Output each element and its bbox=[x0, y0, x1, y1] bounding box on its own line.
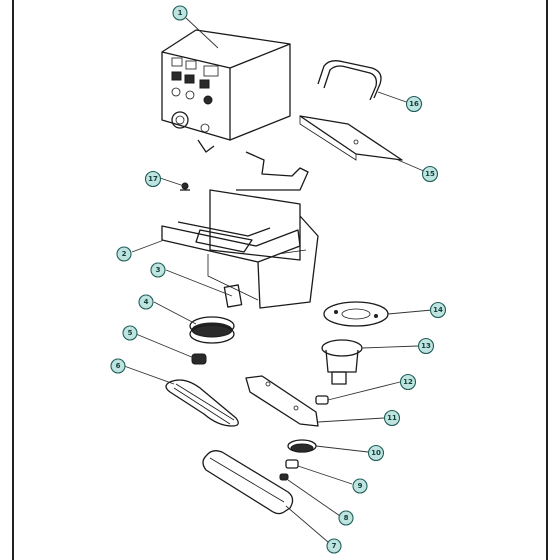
nut-part bbox=[285, 459, 299, 469]
callout-12: 12 bbox=[399, 373, 417, 391]
page-frame bbox=[12, 0, 548, 560]
callout-14-label: 14 bbox=[433, 306, 443, 314]
handle-part bbox=[317, 60, 382, 101]
mounting-plate-part bbox=[299, 115, 403, 161]
pulley-part bbox=[189, 316, 235, 344]
callout-12-label: 12 bbox=[403, 378, 413, 386]
flange-disc-part bbox=[323, 301, 389, 327]
callout-8: 8 bbox=[338, 510, 354, 526]
leader-lines bbox=[123, 17, 433, 543]
callout-7-label: 7 bbox=[332, 542, 337, 550]
bushing-part bbox=[191, 353, 207, 365]
control-box-part bbox=[161, 29, 291, 153]
callout-17: 17 bbox=[144, 170, 162, 188]
callout-2-label: 2 bbox=[122, 250, 127, 258]
callout-14: 14 bbox=[429, 301, 447, 319]
callout-10: 10 bbox=[367, 444, 385, 462]
callout-2: 2 bbox=[116, 246, 132, 262]
callout-6-label: 6 bbox=[116, 362, 121, 370]
callout-4: 4 bbox=[138, 294, 154, 310]
callout-16: 16 bbox=[405, 95, 423, 113]
callout-4-label: 4 bbox=[144, 298, 149, 306]
shaft-part bbox=[223, 284, 243, 308]
guard-plate-part bbox=[245, 375, 319, 427]
belt-part bbox=[165, 379, 239, 427]
callout-13-label: 13 bbox=[421, 342, 431, 350]
grinding-wheel-part bbox=[287, 439, 317, 453]
spindle-housing-part bbox=[321, 339, 363, 385]
callout-1-label: 1 bbox=[178, 9, 183, 17]
callout-9-label: 9 bbox=[358, 482, 363, 490]
callout-11: 11 bbox=[383, 409, 401, 427]
callout-15: 15 bbox=[421, 165, 439, 183]
callout-17-label: 17 bbox=[148, 175, 158, 183]
screw-part bbox=[279, 473, 289, 481]
fastener-part bbox=[180, 182, 190, 191]
callout-6: 6 bbox=[110, 358, 126, 374]
frame-chassis-part bbox=[161, 151, 319, 309]
small-bushing-part bbox=[315, 395, 329, 405]
callout-10-label: 10 bbox=[371, 449, 381, 457]
callout-13: 13 bbox=[417, 337, 435, 355]
callout-5-label: 5 bbox=[128, 329, 133, 337]
callout-3-label: 3 bbox=[156, 266, 161, 274]
belt-cover-part bbox=[202, 450, 294, 515]
callout-7: 7 bbox=[326, 538, 342, 554]
callout-1: 1 bbox=[172, 5, 188, 21]
callout-16-label: 16 bbox=[409, 100, 419, 108]
callout-11-label: 11 bbox=[387, 414, 397, 422]
callout-5: 5 bbox=[122, 325, 138, 341]
callout-8-label: 8 bbox=[344, 514, 349, 522]
callout-15-label: 15 bbox=[425, 170, 435, 178]
callout-3: 3 bbox=[150, 262, 166, 278]
callout-9: 9 bbox=[352, 478, 368, 494]
